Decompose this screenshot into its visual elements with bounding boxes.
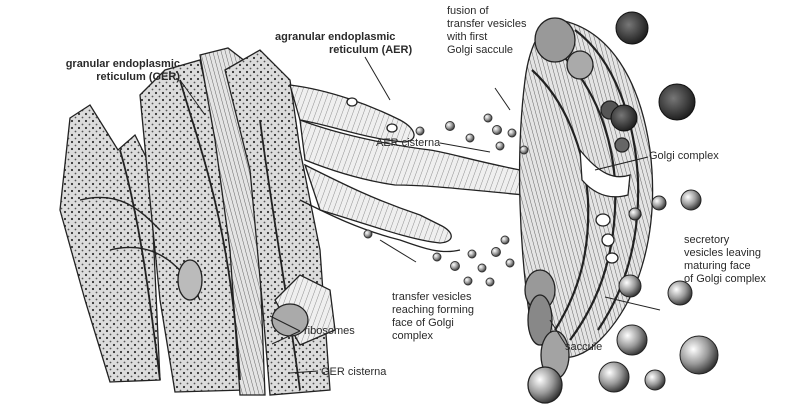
label-fusion-line3: with first bbox=[447, 31, 526, 44]
label-secretory-line2: vesicles leaving bbox=[684, 247, 766, 260]
label-ger: granular endoplasmic reticulum (GER) bbox=[8, 58, 180, 84]
label-fusion-line4: Golgi saccule bbox=[447, 44, 526, 57]
label-secretory-line1: secretory bbox=[684, 234, 766, 247]
aer-tubules bbox=[290, 85, 525, 252]
label-saccule: saccule bbox=[565, 341, 602, 354]
label-ger-cisterna-text: GER cisterna bbox=[321, 366, 386, 379]
label-aer-cisterna: AER cisterna bbox=[376, 137, 440, 150]
label-secretory: secretory vesicles leaving maturing face… bbox=[684, 234, 766, 286]
label-aer-line2: reticulum (AER) bbox=[275, 44, 412, 57]
label-fusion-line1: fusion of bbox=[447, 5, 526, 18]
label-ger-cisterna: GER cisterna bbox=[321, 366, 386, 379]
label-ger-line1: granular endoplasmic bbox=[8, 58, 180, 71]
label-secretory-line3: maturing face bbox=[684, 260, 766, 273]
label-transfer-line1: transfer vesicles bbox=[392, 291, 474, 304]
label-ribosomes: ribosomes bbox=[304, 325, 355, 338]
label-transfer: transfer vesicles reaching forming face … bbox=[392, 291, 474, 343]
label-secretory-line4: of Golgi complex bbox=[684, 273, 766, 286]
label-aer-cisterna-text: AER cisterna bbox=[376, 137, 440, 150]
label-fusion-line2: transfer vesicles bbox=[447, 18, 526, 31]
label-saccule-text: saccule bbox=[565, 341, 602, 354]
label-transfer-line4: complex bbox=[392, 330, 474, 343]
label-aer: agranular endoplasmic reticulum (AER) bbox=[275, 31, 412, 57]
label-ribosomes-text: ribosomes bbox=[304, 325, 355, 338]
label-fusion: fusion of transfer vesicles with first G… bbox=[447, 5, 526, 57]
label-golgi-complex: Golgi complex bbox=[649, 150, 719, 163]
label-transfer-line3: face of Golgi bbox=[392, 317, 474, 330]
label-ger-line2: reticulum (GER) bbox=[8, 71, 180, 84]
label-aer-line1: agranular endoplasmic bbox=[275, 31, 412, 44]
label-golgi-complex-text: Golgi complex bbox=[649, 150, 719, 163]
label-transfer-line2: reaching forming bbox=[392, 304, 474, 317]
